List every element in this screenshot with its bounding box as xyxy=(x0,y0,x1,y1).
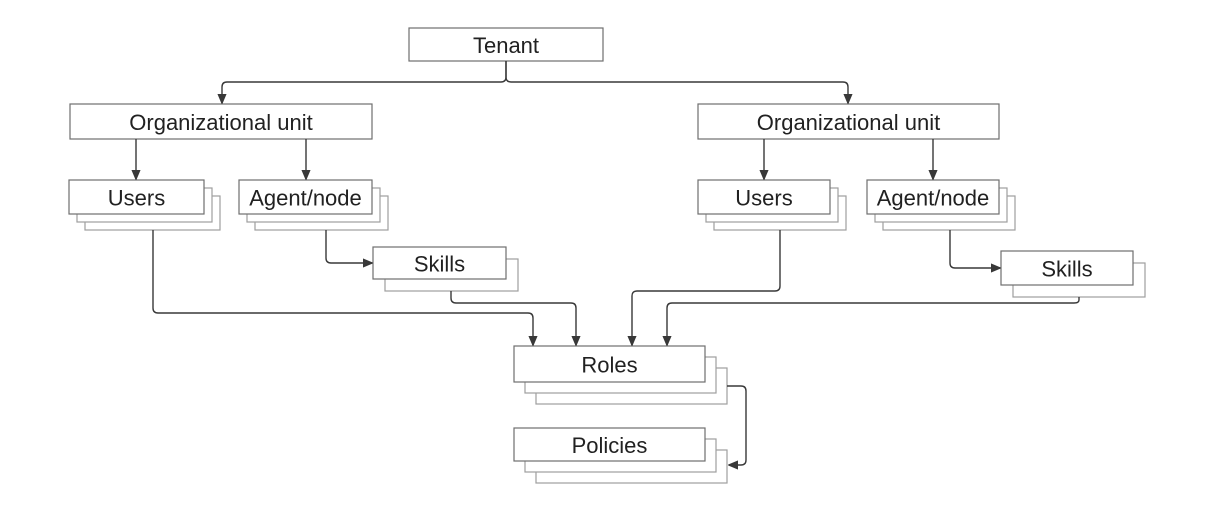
node-box xyxy=(372,246,507,280)
node-tenant: Tenant xyxy=(408,27,604,62)
node-label: Skills xyxy=(414,252,465,277)
node-box xyxy=(513,427,706,462)
node-users-left: Users xyxy=(68,179,221,231)
node-label: Organizational unit xyxy=(757,110,940,135)
edge-tenant-to-org-unit-right xyxy=(505,61,848,103)
edge-agent-left-to-skills-left xyxy=(325,230,372,263)
node-box xyxy=(408,27,604,62)
node-users-right: Users xyxy=(697,179,847,231)
node-label: Tenant xyxy=(473,33,539,58)
node-org-unit-left: Organizational unit xyxy=(69,103,373,140)
node-policies: Policies xyxy=(513,427,728,484)
edge-users-left-to-roles xyxy=(152,230,533,345)
node-box xyxy=(1000,250,1134,286)
edge-agent-right-to-skills-right xyxy=(949,230,1000,268)
edge-users-right-to-roles xyxy=(632,230,781,345)
node-label: Skills xyxy=(1041,257,1092,282)
edge-skills-right-to-roles xyxy=(667,297,1080,345)
node-label: Agent/node xyxy=(877,186,990,211)
node-label: Policies xyxy=(572,433,648,458)
node-org-unit-right: Organizational unit xyxy=(697,103,1000,140)
node-box xyxy=(697,179,831,215)
node-agent-node-left: Agent/node xyxy=(238,179,389,231)
edge-skills-left-to-roles xyxy=(450,291,576,345)
node-label: Agent/node xyxy=(249,186,362,211)
node-box xyxy=(866,179,1000,215)
node-skills-right: Skills xyxy=(1000,250,1146,298)
node-label: Roles xyxy=(581,353,637,378)
edge-roles-to-policies xyxy=(727,385,747,465)
node-agent-node-right: Agent/node xyxy=(866,179,1016,231)
node-box xyxy=(697,103,1000,140)
node-box xyxy=(69,103,373,140)
node-roles: Roles xyxy=(513,345,728,405)
node-box xyxy=(238,179,373,215)
node-label: Users xyxy=(735,186,792,211)
node-label: Organizational unit xyxy=(129,110,312,135)
node-box xyxy=(68,179,205,215)
node-label: Users xyxy=(108,186,165,211)
node-box xyxy=(513,345,706,383)
node-skills-left: Skills xyxy=(372,246,519,292)
